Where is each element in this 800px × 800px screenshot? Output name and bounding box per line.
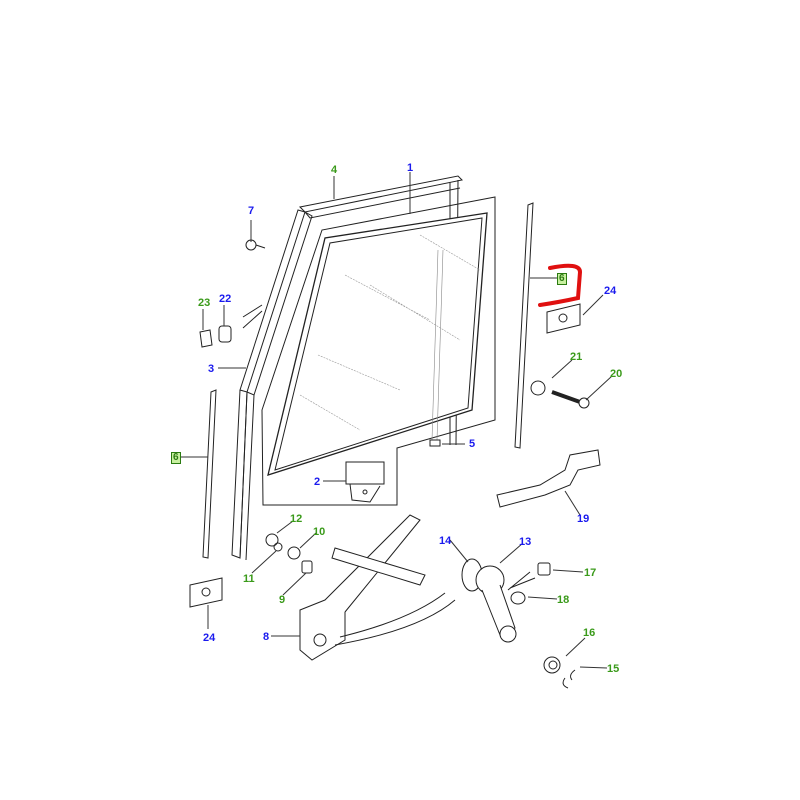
front-channel-part — [231, 209, 313, 561]
clip-15 — [562, 669, 576, 689]
callout-4: 4 — [331, 164, 338, 176]
callout-23: 23 — [198, 297, 211, 309]
callout-17: 17 — [584, 567, 597, 579]
callout-1: 1 — [407, 162, 414, 174]
nuts-9-12 — [265, 533, 313, 574]
callout-20: 20 — [610, 368, 623, 380]
callout-21: 21 — [570, 351, 583, 363]
callout-7: 7 — [248, 205, 255, 217]
plate-24-left — [189, 577, 223, 608]
nut-21 — [530, 380, 546, 396]
callout-10: 10 — [313, 526, 326, 538]
door-glass-part — [261, 196, 496, 506]
callout-6-highlighted: 6 — [557, 273, 567, 285]
leader-lines — [180, 172, 613, 669]
regulator-8 — [299, 514, 456, 661]
callout-24-right: 24 — [604, 285, 617, 297]
callout-15: 15 — [607, 663, 620, 675]
callout-3: 3 — [208, 363, 215, 375]
pull-handle-19 — [496, 449, 601, 508]
cap-18 — [510, 591, 526, 605]
callout-19: 19 — [577, 513, 590, 525]
callout-16: 16 — [583, 627, 596, 639]
callout-18: 18 — [557, 594, 570, 606]
callout-11: 11 — [243, 573, 255, 585]
callout-12: 12 — [290, 513, 303, 525]
callout-13: 13 — [519, 536, 532, 548]
callout-24-left: 24 — [203, 632, 216, 644]
clip-22 — [218, 325, 232, 343]
callout-5: 5 — [469, 438, 476, 450]
glass-bracket-part — [345, 461, 385, 503]
callout-6: 6 — [171, 452, 181, 464]
nut-16 — [543, 656, 561, 674]
callout-2: 2 — [314, 476, 321, 488]
plate-24-right — [546, 303, 581, 334]
callout-9: 9 — [279, 594, 286, 606]
highlight-mark — [538, 263, 583, 307]
winder-handle-13-14 — [461, 558, 536, 643]
rear-seal-part — [514, 202, 534, 449]
screw-7 — [245, 239, 266, 251]
screw-17 — [537, 562, 551, 576]
callout-14: 14 — [439, 535, 452, 547]
clip-23 — [199, 329, 213, 348]
callout-8: 8 — [263, 631, 270, 643]
callout-22: 22 — [219, 293, 232, 305]
front-seal-part — [202, 389, 217, 559]
rear-channel-part — [429, 439, 441, 447]
screw-20 — [551, 390, 590, 409]
